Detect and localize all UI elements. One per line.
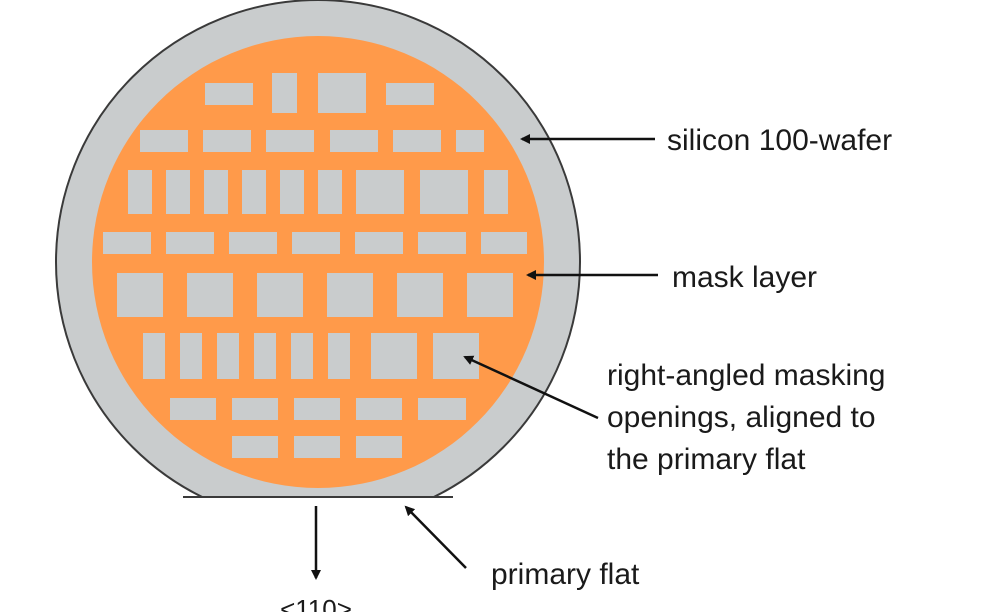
masking-opening [170, 398, 216, 420]
masking-opening [397, 273, 443, 317]
masking-opening [356, 170, 404, 214]
masking-opening [318, 170, 342, 214]
masking-opening [117, 273, 163, 317]
openings-callout-arrow [463, 355, 599, 420]
masking-opening [103, 232, 151, 254]
masking-opening [204, 170, 228, 214]
openings-label-line2: openings, aligned to [607, 401, 876, 434]
masking-opening [205, 83, 253, 105]
masking-opening [484, 170, 508, 214]
masking-opening [128, 170, 152, 214]
masking-openings [103, 73, 527, 458]
openings-label-line3: the primary flat [607, 443, 806, 476]
masking-opening [328, 333, 350, 379]
masking-opening [481, 232, 527, 254]
masking-opening [327, 273, 373, 317]
masking-opening [386, 83, 434, 105]
masking-opening [418, 232, 466, 254]
masking-opening [232, 436, 278, 458]
mask-label: mask layer [672, 261, 817, 294]
masking-opening [242, 170, 266, 214]
masking-opening [229, 232, 277, 254]
masking-opening [330, 130, 378, 152]
direction-label: <110> [280, 594, 352, 612]
masking-opening [294, 436, 340, 458]
masking-opening [292, 232, 340, 254]
masking-opening [433, 333, 479, 379]
masking-opening [356, 436, 402, 458]
masking-opening [266, 130, 314, 152]
masking-opening [280, 170, 304, 214]
masking-opening [254, 333, 276, 379]
masking-opening [272, 73, 297, 113]
masking-opening [355, 232, 403, 254]
masking-opening [418, 398, 466, 420]
masking-opening [217, 333, 239, 379]
masking-opening [420, 170, 468, 214]
flat-callout-arrow [404, 505, 467, 569]
wafer-label: silicon 100-wafer [667, 124, 892, 157]
openings-label-line1: right-angled masking [607, 359, 885, 392]
masking-opening [203, 130, 251, 152]
masking-opening [140, 130, 188, 152]
masking-opening [356, 398, 402, 420]
masking-opening [318, 73, 366, 113]
masking-opening [456, 130, 484, 152]
masking-opening [291, 333, 313, 379]
masking-opening [467, 273, 513, 317]
primary-flat-label: primary flat [491, 558, 640, 591]
masking-opening [166, 170, 190, 214]
masking-opening [187, 273, 233, 317]
masking-opening [166, 232, 214, 254]
masking-opening [371, 333, 417, 379]
masking-opening [180, 333, 202, 379]
masking-opening [257, 273, 303, 317]
masking-opening [143, 333, 165, 379]
masking-opening [294, 398, 340, 420]
masking-opening [393, 130, 441, 152]
masking-opening [232, 398, 278, 420]
